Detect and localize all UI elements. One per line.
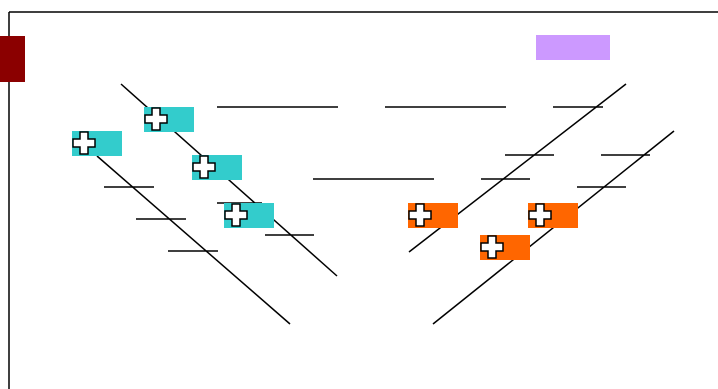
right-horizontal-lines <box>385 106 650 188</box>
left-horizontal-lines <box>104 106 434 252</box>
plus-icon[interactable] <box>408 203 432 227</box>
teal-tag[interactable] <box>224 203 274 228</box>
orange-tag[interactable] <box>480 235 530 260</box>
teal-tag[interactable] <box>72 131 122 156</box>
left-diagonal-lines <box>96 83 338 325</box>
orange-tag[interactable] <box>528 203 578 228</box>
plus-icon[interactable] <box>72 131 96 155</box>
teal-tag[interactable] <box>192 155 242 180</box>
page-frame <box>8 11 718 389</box>
teal-tag[interactable] <box>144 107 194 132</box>
plus-icon[interactable] <box>192 155 216 179</box>
top-right-block <box>536 35 610 60</box>
left-tab-block <box>0 36 25 82</box>
orange-tag[interactable] <box>408 203 458 228</box>
plus-icon[interactable] <box>528 203 552 227</box>
left-diagonal-line-inner <box>96 155 291 325</box>
plus-icon[interactable] <box>144 107 168 131</box>
plus-icon[interactable] <box>480 235 504 259</box>
plus-icon[interactable] <box>224 203 248 227</box>
